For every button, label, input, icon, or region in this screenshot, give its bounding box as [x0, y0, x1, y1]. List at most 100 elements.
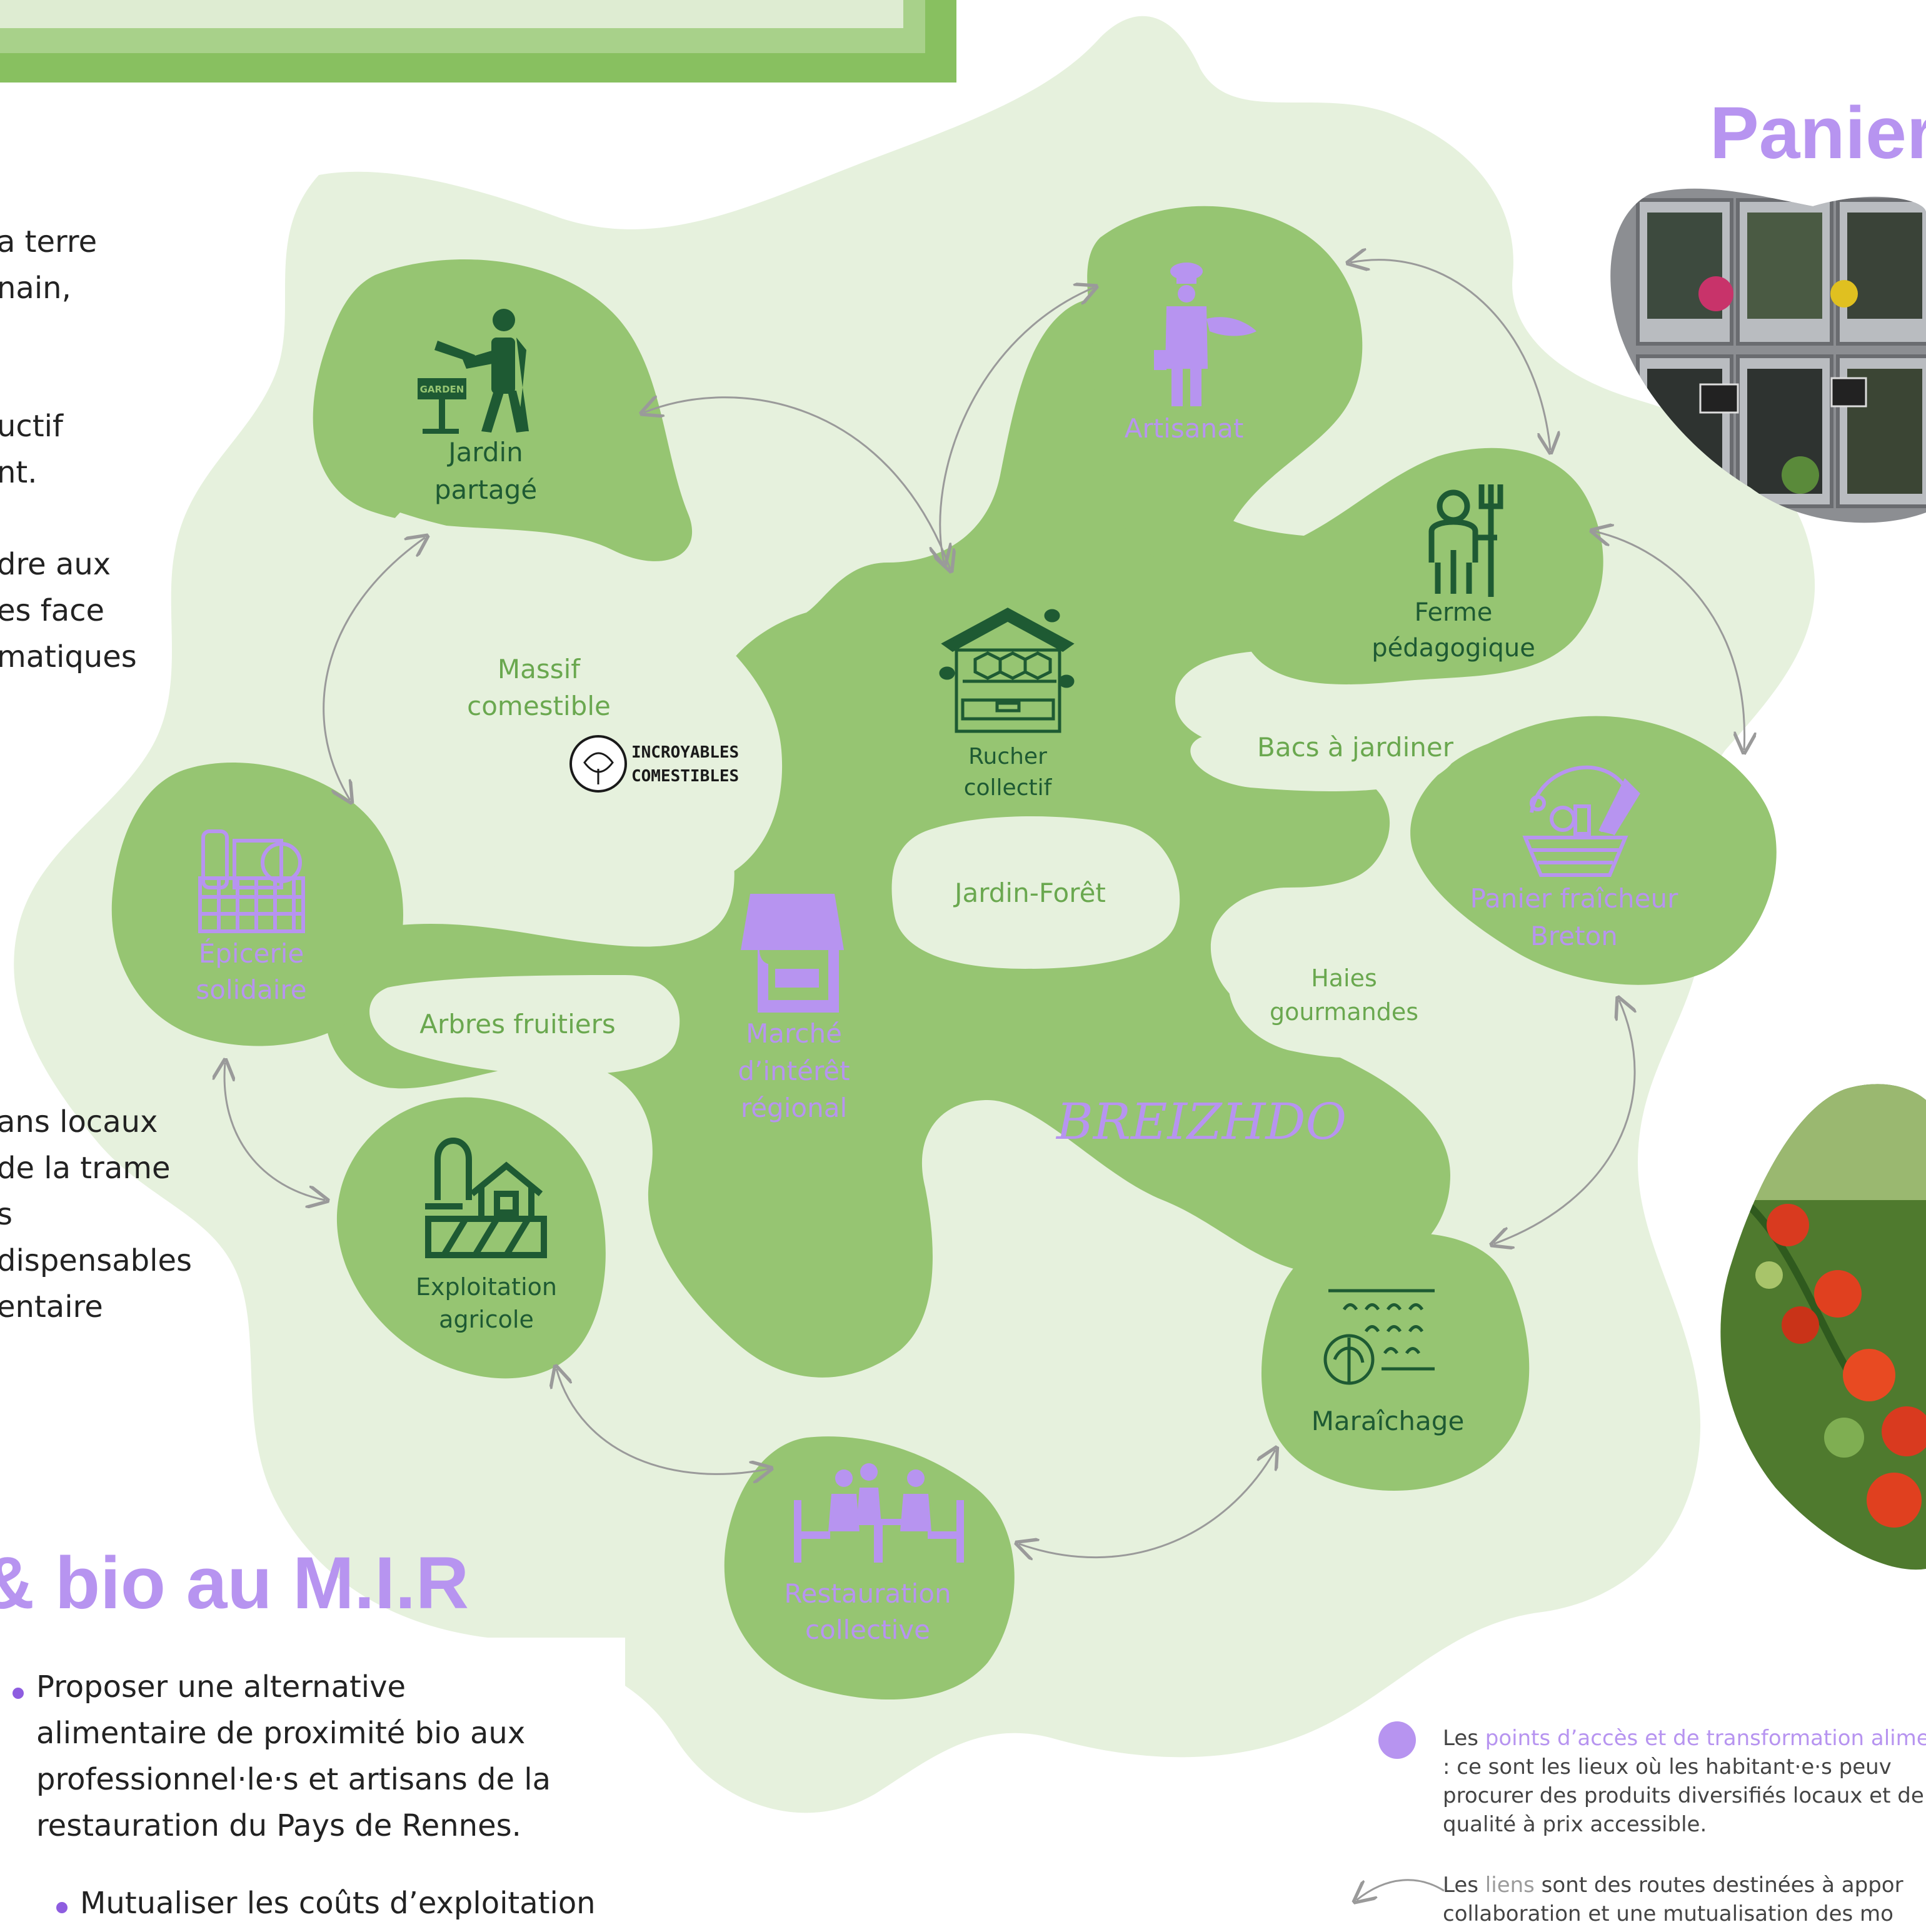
legend-link-marker [1357, 1879, 1445, 1900]
arrow-epicerie-jardin [323, 538, 425, 800]
blob-exploitation [336, 1097, 606, 1379]
legend-points-line-3: procurer des produits diversifiés locaux… [1443, 1783, 1924, 1808]
arrow-restauration-exploitation [556, 1369, 769, 1474]
area-massif [324, 513, 783, 889]
vegetable-basket-icon [1522, 765, 1640, 877]
arrow-artisanat-ferme [1350, 260, 1550, 450]
incroyables-comestibles-logo: INCROYABLES COMESTIBLES [569, 735, 739, 793]
bullet-dot-second [56, 1902, 68, 1913]
ferme-label-1: Ferme [1415, 598, 1493, 627]
breizhdo-logo: BREIZHDO [1055, 1093, 1347, 1151]
jardin-foret-label: Jardin-Forêt [953, 878, 1106, 908]
left-text-7: matiques [0, 639, 137, 674]
panier-label-1: Panier fraîcheur [1470, 883, 1679, 914]
blob-maraichage [1261, 1233, 1530, 1491]
top-frame [0, 0, 956, 83]
incroyables-logo-line2: COMESTIBLES [631, 767, 739, 786]
tomato-photo [1720, 1084, 1926, 1570]
haies-label-1: Haies [1311, 964, 1377, 992]
blob-jardin-partage [313, 259, 693, 561]
left-text-10: s [0, 1197, 13, 1232]
beehive-icon [939, 608, 1075, 733]
farm-silo-icon [425, 1138, 547, 1258]
legend-points-line-1: Les points d’accès et de transformation … [1443, 1724, 1926, 1753]
bullet-main-line-4: restauration du Pays de Rennes. [36, 1808, 521, 1843]
grocery-basket-icon [198, 829, 305, 933]
arrow-exploitation-epicerie [224, 1063, 325, 1200]
ferme-label-2: pédagogique [1372, 634, 1535, 663]
left-text-2: nain, [0, 271, 71, 306]
rucher-label-1: Rucher [968, 744, 1047, 769]
inner-light-areas [324, 513, 1473, 1075]
gardener-icon: GARDEN [418, 309, 529, 434]
arbres-label: Arbres fruitiers [419, 1009, 616, 1039]
garden-sign-text: GARDEN [420, 384, 464, 395]
exploitation-label-2: agricole [439, 1306, 534, 1333]
baker-icon [1154, 263, 1256, 406]
maraichage-label: Maraîchage [1312, 1406, 1465, 1436]
massif-label-1: Massif [498, 654, 581, 684]
left-text-8: ans locaux [0, 1104, 158, 1139]
area-haies [1228, 895, 1473, 1058]
legend-points-highlight: points d’accès et de transformation alim… [1485, 1726, 1926, 1751]
farmer-icon [1428, 484, 1503, 597]
legend-points-prefix: Les [1443, 1726, 1485, 1751]
jardin-partage-label-1: Jardin [446, 437, 523, 468]
massif-label-2: comestible [467, 691, 611, 721]
market-stall-icon [741, 894, 844, 1013]
blob-ferme [1240, 448, 1603, 684]
link-arrows [224, 260, 1745, 1558]
artisanat-label: Artisanat [1125, 413, 1244, 444]
bacs-label: Bacs à jardiner [1257, 732, 1454, 763]
marche-label-3: régional [741, 1093, 847, 1123]
left-text-6: es face [0, 593, 105, 628]
title-bottom: & bio au M.I.R [0, 1542, 469, 1624]
left-text-5: dre aux [0, 547, 111, 582]
market-garden-icon [1323, 1289, 1435, 1385]
left-text-4: nt. [0, 455, 38, 490]
left-text-1: a terre [0, 224, 98, 259]
arrow-jardin-rucher [644, 398, 950, 569]
legend-points-line-2: : ce sont les lieux où les habitant·e·s … [1443, 1754, 1892, 1779]
bullet-main-line-2: alimentaire de proximité bio aux [36, 1716, 526, 1751]
legend-liens-line-1: Les liens sont des routes destinées à ap… [1443, 1871, 1903, 1899]
left-text-9: de la trame [0, 1151, 171, 1186]
bullet-panel [0, 1638, 625, 1932]
arrow-ferme-panier [1594, 531, 1745, 750]
epicerie-label-2: solidaire [196, 974, 306, 1005]
haies-label-2: gourmandes [1270, 998, 1418, 1026]
panier-label-2: Breton [1530, 921, 1618, 951]
epicerie-label-1: Épicerie [199, 938, 304, 969]
blob-artisanat [1087, 206, 1363, 566]
title-right: Panier [1710, 92, 1926, 174]
restauration-label-2: collective [805, 1614, 930, 1645]
arrow-maraichage-restauration [1019, 1450, 1275, 1558]
legend-points-line-4: qualité à prix accessible. [1443, 1812, 1707, 1837]
arrow-rucher-artisanat [940, 288, 1094, 563]
rucher-label-2: collectif [964, 775, 1053, 801]
dining-people-icon [794, 1463, 964, 1563]
marche-label-1: Marché [746, 1018, 842, 1049]
exploitation-label-1: Exploitation [416, 1273, 557, 1301]
bullet-main-line-1: Proposer une alternative [36, 1669, 406, 1704]
area-arbres [369, 975, 680, 1075]
legend-liens-line-2: collaboration et une mutualisation des m… [1443, 1901, 1893, 1926]
left-text-12: entaire [0, 1289, 103, 1324]
jardin-partage-label-2: partagé [434, 474, 537, 505]
area-bacs [1190, 727, 1456, 791]
legend-liens-highlight: liens [1485, 1873, 1535, 1898]
left-text-11: dispensables [0, 1243, 192, 1278]
incroyables-logo-line1: INCROYABLES [631, 743, 739, 762]
area-jardin-foret [891, 816, 1180, 969]
bullet-main-line-3: professionnel·le·s et artisans de la [36, 1762, 551, 1797]
legend-liens-prefix: Les [1443, 1873, 1485, 1898]
marche-label-2: d’intérêt [738, 1056, 850, 1086]
arrow-panier-maraichage [1494, 1000, 1635, 1244]
legend-points-marker [1378, 1721, 1416, 1759]
restauration-label-1: Restauration [784, 1578, 951, 1609]
bullet-second: Mutualiser les coûts d’exploitation [80, 1886, 596, 1921]
left-text-3: uctif [0, 409, 63, 444]
legend-liens-rest: sont des routes destinées à appor [1534, 1873, 1903, 1898]
bullet-dot-main [13, 1688, 24, 1699]
